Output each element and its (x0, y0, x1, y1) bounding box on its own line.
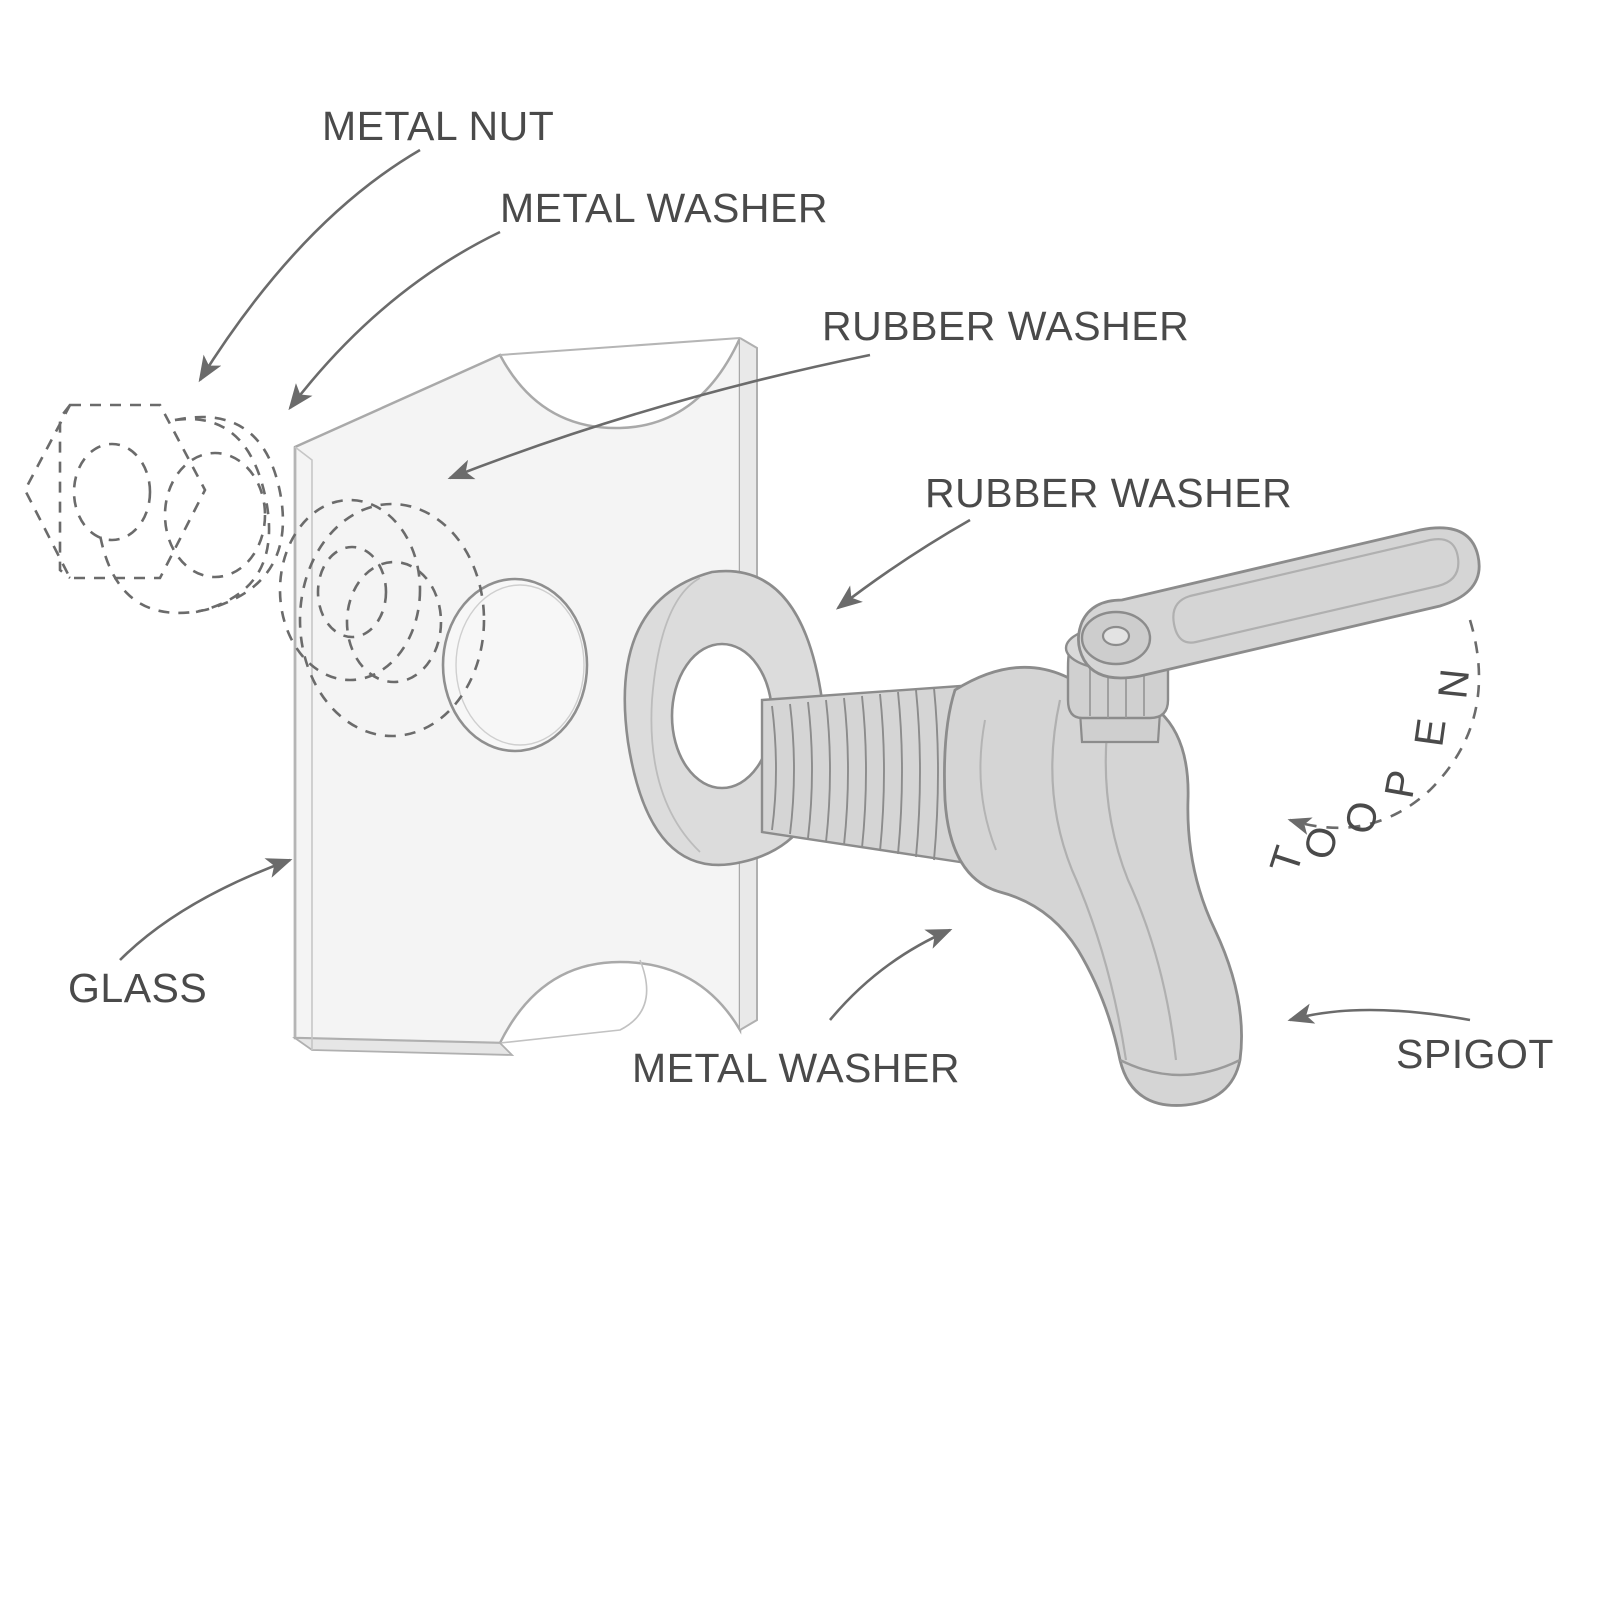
label-spigot: SPIGOT (1396, 1031, 1554, 1077)
hidden-parts-dashed (23, 403, 486, 738)
leader-metal-washer-bottom (829, 928, 953, 1021)
leader-metal-washer-top (288, 230, 501, 411)
to-open-letter-4: P (1376, 766, 1426, 802)
to-open-letter-3: O (1336, 796, 1388, 838)
label-metal-nut: METAL NUT (322, 103, 554, 149)
label-rubber-washer-mid: RUBBER WASHER (925, 470, 1292, 516)
label-rubber-washer-top: RUBBER WASHER (822, 303, 1189, 349)
spigot-body (943, 665, 1243, 1107)
label-metal-washer-top: METAL WASHER (500, 185, 828, 231)
glass-panel (292, 337, 758, 1056)
to-open-letter-5: E (1405, 715, 1454, 749)
leader-rubber-washer-top (447, 353, 871, 480)
label-metal-washer-bottom: METAL WASHER (632, 1045, 960, 1091)
leader-metal-nut (198, 148, 421, 383)
leader-rubber-washer-mid (835, 518, 971, 610)
lever-handle (1077, 526, 1481, 680)
to-open-letter-6: N (1429, 666, 1478, 701)
threaded-shank (760, 684, 962, 864)
leader-glass (119, 858, 293, 961)
to-open-arrow (1287, 619, 1481, 835)
leader-spigot (1287, 1003, 1471, 1024)
label-to-open: T O O P E N (1261, 666, 1478, 879)
label-glass: GLASS (68, 965, 207, 1011)
leader-lines (119, 148, 1471, 1024)
